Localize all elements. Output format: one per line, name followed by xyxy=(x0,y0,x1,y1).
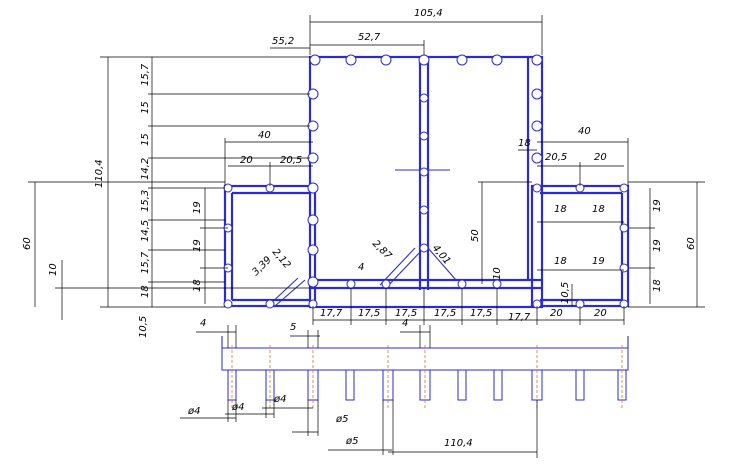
dim-phi-5b: ø5 xyxy=(345,436,358,447)
dim-bottom-total: 110,4 xyxy=(444,438,473,449)
elevation-view xyxy=(221,336,629,410)
dim-under-4a: 4 xyxy=(200,318,206,329)
dim-top-half: 52,7 xyxy=(358,32,381,43)
dim-phi-4b: ø4 xyxy=(231,402,244,413)
dim-right-20-5: 20,5 xyxy=(545,152,567,163)
dim-left-stack-1: 15,7 xyxy=(140,63,151,86)
dim-lb-20-5: 20,5 xyxy=(280,155,302,166)
dim-right-40: 40 xyxy=(578,126,591,137)
dim-under-4b: 4 xyxy=(402,318,408,329)
dim-mid-10: 10 xyxy=(492,267,503,280)
dim-lb-19a: 19 xyxy=(192,201,203,214)
dim-right-stack-3: 18 xyxy=(652,279,663,292)
dim-right-inner-4: 19 xyxy=(592,256,605,267)
dim-right-20: 20 xyxy=(594,152,607,163)
dim-bottom-1: 17,7 xyxy=(320,308,343,319)
dim-left-height-total: 110,4 xyxy=(94,159,105,188)
dim-left-10-5: 10,5 xyxy=(138,316,149,338)
dimension-labels: 105,4 52,7 55,2 110,4 15,7 15 15 14,2 15… xyxy=(22,8,697,449)
dim-lb-20: 20 xyxy=(240,155,253,166)
right-lower-box xyxy=(530,184,630,308)
dim-bottom-3: 17,5 xyxy=(395,308,417,319)
dim-lb-40: 40 xyxy=(258,130,271,141)
dim-left-stack-8: 18 xyxy=(140,285,151,298)
dim-phi-4a: ø4 xyxy=(187,406,200,417)
dim-left-stack-5: 15,3 xyxy=(140,190,151,212)
dim-bottom-6: 17,7 xyxy=(508,312,531,323)
dim-left-stack-3: 15 xyxy=(140,133,151,146)
dim-bottom-8: 20 xyxy=(594,308,607,319)
dim-right-stack-1: 19 xyxy=(652,199,663,212)
dim-offset-55: 55,2 xyxy=(272,36,294,47)
dim-right-10-5: 10,5 xyxy=(560,282,571,304)
dim-right-60: 60 xyxy=(686,237,697,250)
dim-left-stack-7: 15,7 xyxy=(140,251,151,274)
dim-top-total: 105,4 xyxy=(414,8,443,19)
dim-lb-339: 3,39 xyxy=(250,255,274,279)
dim-right-inner-1: 18 xyxy=(554,204,567,215)
dim-bottom-7: 20 xyxy=(550,308,563,319)
dim-right-18: 18 xyxy=(518,138,531,149)
dim-mid-50: 50 xyxy=(470,229,481,242)
dim-left-60: 60 xyxy=(22,237,33,250)
dim-bottom-5: 17,5 xyxy=(470,308,492,319)
dim-right-stack-2: 19 xyxy=(652,239,663,252)
dim-mid-287: 2,87 xyxy=(370,238,394,262)
dim-right-inner-2: 18 xyxy=(592,204,605,215)
dim-lb-19b: 19 xyxy=(192,239,203,252)
dim-left-stack-2: 15 xyxy=(140,101,151,114)
dim-phi-5a: ø5 xyxy=(335,414,348,425)
dim-lb-212: 2,12 xyxy=(270,247,293,271)
dim-left-stack-6: 14,5 xyxy=(140,220,151,242)
dim-phi-4c: ø4 xyxy=(273,394,286,405)
dim-lb-18: 18 xyxy=(192,279,203,292)
dim-mid-4: 4 xyxy=(358,262,364,273)
dim-bottom-4: 17,5 xyxy=(434,308,456,319)
dimension-lines xyxy=(28,15,705,458)
dim-bottom-2: 17,5 xyxy=(358,308,380,319)
dim-left-stack-4: 14,2 xyxy=(140,158,151,180)
dim-right-inner-3: 18 xyxy=(554,256,567,267)
dim-left-10: 10 xyxy=(48,263,59,276)
dim-under-5: 5 xyxy=(290,322,296,333)
dim-mid-401: 4,01 xyxy=(430,243,453,267)
